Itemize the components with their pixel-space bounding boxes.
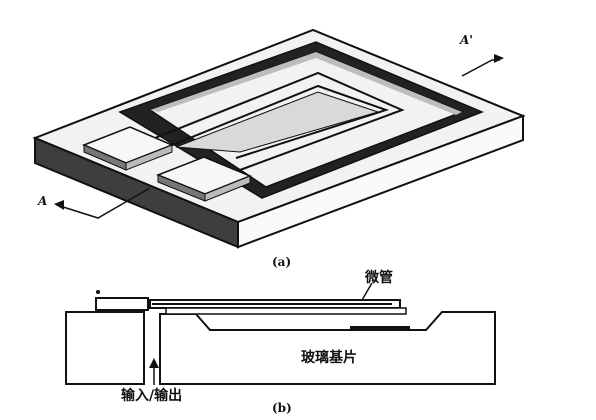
microchannel-inner — [164, 84, 390, 159]
caption-a: (a) — [272, 255, 291, 269]
io-arrow-up-icon — [149, 358, 159, 368]
arrowhead-right-icon — [494, 54, 504, 63]
section-label-left: A — [37, 194, 47, 208]
caption-b: (b) — [272, 401, 292, 415]
left-substrate-block — [65, 311, 145, 385]
cross-section: 微管 玻璃基片 输入/输出 — [65, 269, 496, 404]
label-glass-substrate: 玻璃基片 — [301, 349, 357, 366]
isometric-chip: A A' — [32, 28, 526, 249]
microtube-leader — [361, 282, 373, 301]
contact-pad-left — [82, 126, 174, 171]
sealing-layer — [165, 307, 407, 315]
label-io: 输入/输出 — [121, 387, 182, 404]
left-cover-plate — [95, 297, 149, 311]
marker-dot — [96, 290, 100, 294]
glass-substrate — [159, 311, 496, 385]
arrowhead-left-icon — [54, 200, 64, 210]
chip-right-face — [237, 114, 524, 249]
microchannel-cavity — [175, 91, 380, 153]
heater-strip — [350, 326, 410, 329]
microchannel-outer — [149, 71, 405, 171]
label-microtube: 微管 — [364, 269, 393, 286]
contact-pad-right — [155, 156, 252, 202]
section-label-right: A' — [459, 33, 473, 47]
section-line-left — [59, 187, 151, 219]
